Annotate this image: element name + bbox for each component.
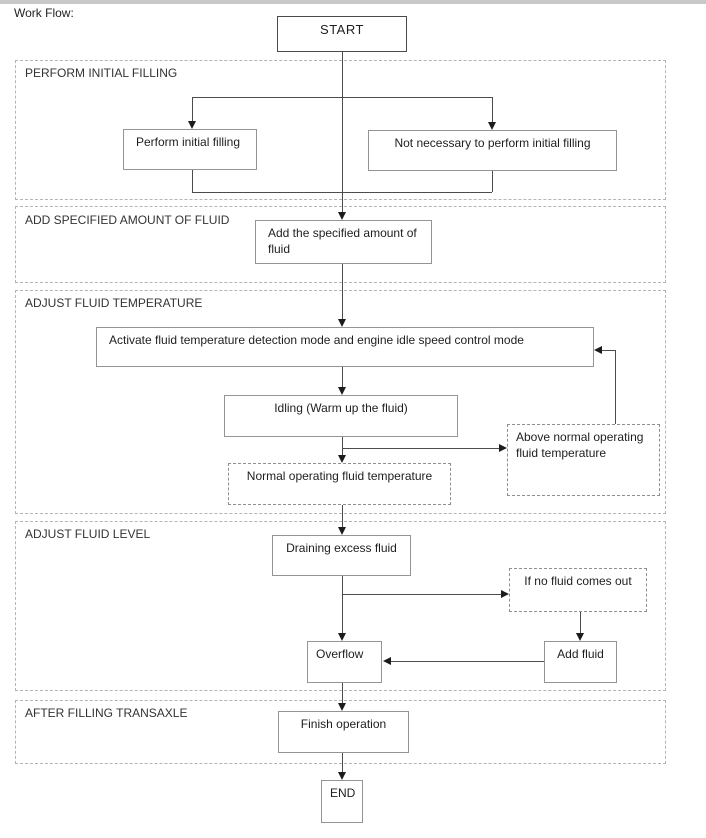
connector-start-to-add (342, 52, 343, 213)
window-edge-strip (0, 0, 706, 4)
arrowhead-overflow-right (383, 657, 391, 665)
arrowhead-perform (188, 121, 196, 129)
arrowhead-add-specified (338, 212, 346, 220)
arrowhead-draining (338, 527, 346, 535)
node-normal-temperature: Normal operating fluid temperature (228, 463, 451, 505)
arrowhead-idling (338, 387, 346, 395)
arrowhead-activate (338, 319, 346, 327)
connector-to-not-necessary (492, 97, 493, 122)
section-adjust-fluid-level: ADJUST FLUID LEVEL (15, 521, 666, 691)
node-overflow: Overflow (307, 641, 382, 683)
node-not-necessary: Not necessary to perform initial filling (368, 130, 617, 171)
connector-feedback-left (602, 350, 616, 351)
connector-not-necessary-down (492, 171, 493, 192)
arrowhead-end (338, 772, 346, 780)
node-perform-initial-filling: Perform initial filling (123, 129, 257, 170)
connector-idling-down (342, 437, 343, 456)
connector-split-line (192, 97, 492, 98)
arrowhead-if-no-fluid (501, 590, 509, 598)
section-title: PERFORM INITIAL FILLING (25, 66, 178, 80)
connector-feedback-up (615, 350, 616, 424)
connector-activate-to-idling (342, 367, 343, 388)
arrowhead-above-normal (499, 444, 507, 452)
section-title: ADD SPECIFIED AMOUNT OF FLUID (25, 213, 230, 227)
section-title: ADJUST FLUID TEMPERATURE (25, 296, 203, 310)
connector-normal-to-draining (342, 505, 343, 528)
arrowhead-overflow (338, 633, 346, 641)
connector-add-to-activate (342, 264, 343, 320)
node-above-normal-temperature: Above normal operating fluid temperature (507, 424, 660, 496)
section-add-specified-amount: ADD SPECIFIED AMOUNT OF FLUID (15, 206, 666, 283)
connector-branch-above-normal (342, 448, 499, 449)
connector-addfluid-to-overflow (391, 661, 544, 662)
node-finish-operation: Finish operation (278, 711, 409, 753)
node-if-no-fluid-comes-out: If no fluid comes out (509, 568, 647, 612)
arrowhead-feedback-activate (594, 346, 602, 354)
node-idling: Idling (Warm up the fluid) (224, 395, 458, 437)
arrowhead-not-necessary (488, 122, 496, 130)
node-draining-excess-fluid: Draining excess fluid (272, 535, 411, 576)
section-perform-initial-filling: PERFORM INITIAL FILLING (15, 60, 666, 200)
workflow-title: Work Flow: (14, 6, 74, 20)
connector-finish-to-end (342, 753, 343, 772)
node-add-specified-amount: Add the specified amount of fluid (255, 220, 432, 264)
connector-draining-to-overflow (342, 576, 343, 633)
connector-branch-no-fluid (342, 594, 501, 595)
node-add-fluid: Add fluid (544, 641, 617, 683)
connector-merge-line (192, 192, 492, 193)
section-title: ADJUST FLUID LEVEL (25, 527, 151, 541)
arrowhead-add-fluid (576, 633, 584, 641)
connector-nofluid-to-addfluid (580, 612, 581, 633)
section-after-filling-transaxle: AFTER FILLING TRANSAXLE (15, 700, 666, 764)
section-title: AFTER FILLING TRANSAXLE (25, 706, 188, 720)
node-end: END (321, 780, 363, 823)
arrowhead-normal-temp (338, 455, 346, 463)
arrowhead-finish (338, 703, 346, 711)
node-activate-mode: Activate fluid temperature detection mod… (96, 327, 594, 367)
connector-overflow-to-finish (342, 683, 343, 704)
node-start: START (277, 16, 407, 52)
connector-perform-down (192, 170, 193, 192)
section-adjust-fluid-temperature: ADJUST FLUID TEMPERATURE (15, 290, 666, 514)
connector-to-perform (192, 97, 193, 122)
